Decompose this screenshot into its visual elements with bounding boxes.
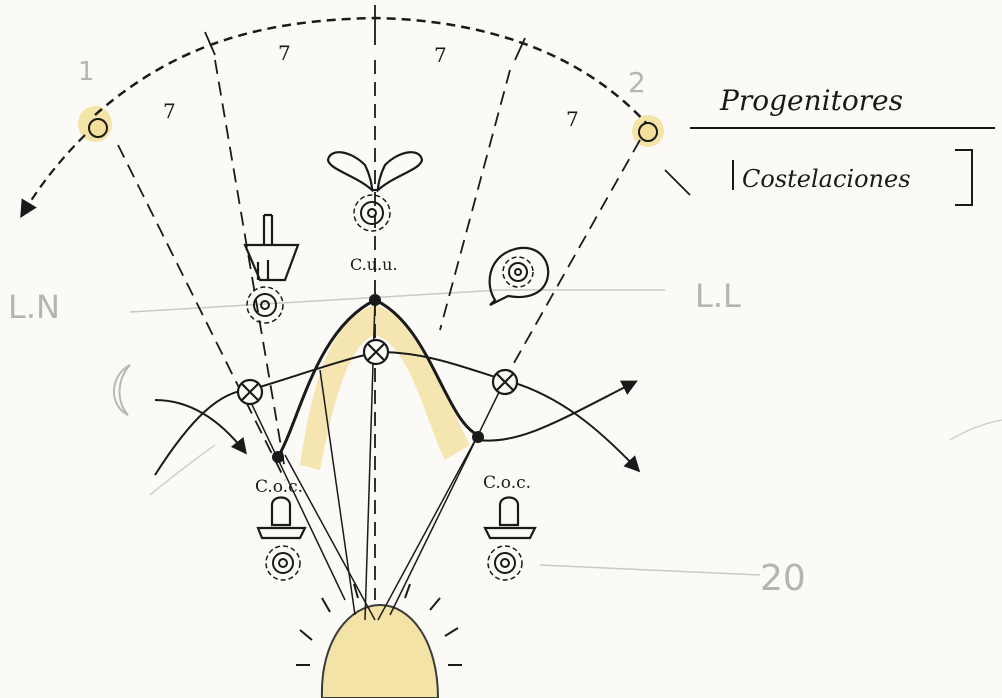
right-descending-curve	[505, 380, 638, 470]
left-horizon-line	[130, 290, 500, 312]
target-icon	[503, 257, 533, 287]
parent-2-dot	[639, 123, 657, 141]
circle-x-icon	[364, 340, 388, 364]
arc-segment-1: 7	[163, 99, 176, 123]
parent-1-dot	[89, 119, 107, 137]
parent-2-number: 2	[628, 66, 646, 99]
center-top-label: C.u.u.	[350, 255, 398, 274]
arch-top-dot	[369, 294, 381, 306]
target-icon	[266, 546, 300, 580]
target-icon	[354, 195, 390, 231]
parent-1-arrow	[22, 135, 85, 215]
arch-right-dot	[472, 431, 484, 443]
circle-x-icon	[493, 370, 517, 394]
progenitores-label: Progenitores	[719, 84, 903, 117]
stem-cup-icon	[485, 498, 535, 539]
right-line-label: L.L	[695, 277, 741, 315]
costelaciones-label: Costelaciones	[742, 165, 911, 193]
left-bottom-label: C.o.c.	[255, 477, 303, 497]
arc-ticks	[205, 5, 690, 195]
moon-arrow	[155, 400, 245, 452]
left-line-label: L.N	[8, 288, 60, 326]
arc-segment-4: 7	[566, 107, 579, 131]
right-bottom-label: C.o.c.	[483, 473, 531, 493]
arch-left-dot	[272, 451, 284, 463]
speech-bubble-icon	[490, 248, 549, 305]
pencil-line-20	[540, 565, 760, 575]
circle-x-icon	[238, 380, 262, 404]
number-20-label: 20	[760, 558, 806, 599]
moon-crescent-icon	[114, 365, 130, 415]
costelaciones-bracket-right	[955, 150, 972, 205]
target-icon	[488, 546, 522, 580]
arc-segment-3: 7	[434, 43, 447, 67]
arc-segment-2: 7	[278, 41, 291, 65]
hand-icon	[245, 215, 298, 280]
parent-1-number: 1	[78, 57, 95, 87]
pencil-curve-left	[150, 445, 215, 495]
pencil-curve-right	[950, 420, 1002, 440]
sun-icon	[322, 605, 438, 698]
stem-cup-icon	[258, 498, 305, 539]
